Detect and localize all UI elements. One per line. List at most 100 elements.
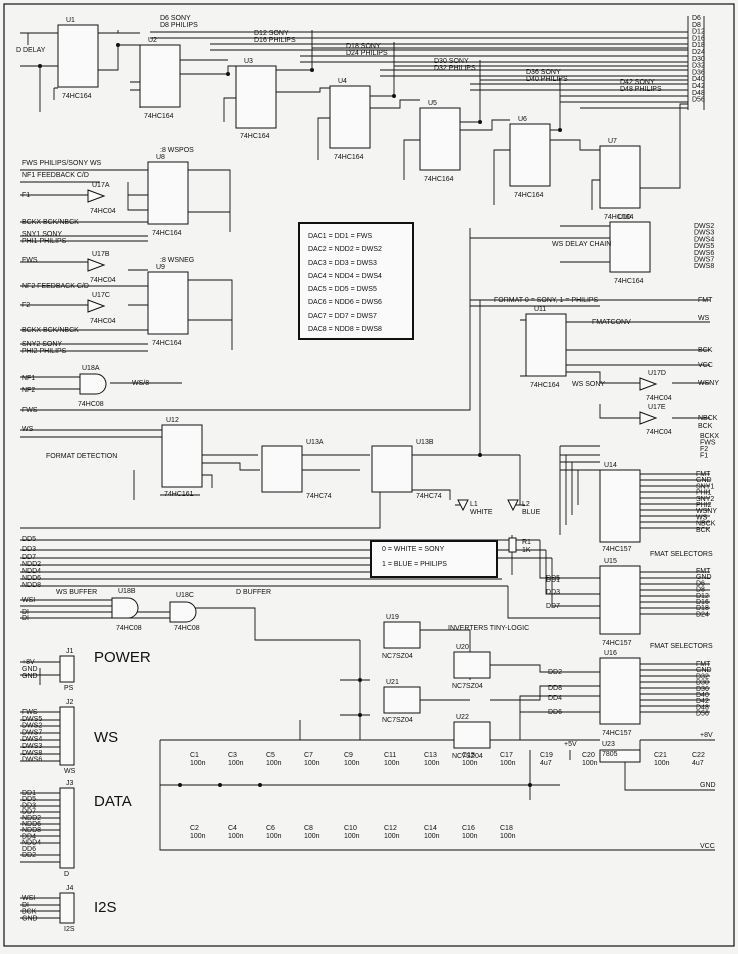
chip-part-u16: 74HC157	[602, 730, 632, 737]
u14-output-label: BCK	[696, 527, 711, 534]
chip-ref-u23: U23	[602, 741, 615, 748]
format-formula-label: FORMAT 0 = SONY, 1 = PHILIPS	[494, 297, 599, 304]
u14-output-label: NBCK	[696, 521, 716, 528]
signal-label: DD8	[548, 685, 562, 692]
chip-title-u9: :8 WSNEG	[160, 257, 194, 264]
capacitor-ref: C12	[384, 825, 397, 832]
u9-input-label: NF2 FEEDBACK C/D	[22, 283, 89, 290]
chip-ref-u22: U22	[456, 714, 469, 721]
right-bus-label: D16	[692, 35, 705, 42]
chip-title-u16: FMAT SELECTORS	[650, 643, 713, 650]
u16-output-label: D48	[696, 704, 709, 711]
connector-pin-label: BCK	[22, 909, 37, 916]
chip-ref-u16: U16	[604, 650, 617, 657]
connector-pin-label: DWS8	[22, 750, 42, 757]
connector-pin-label: DWS3	[22, 743, 42, 750]
led-l1-ref: L1	[470, 501, 478, 508]
led-l2-ref: L2	[522, 501, 530, 508]
connector-pin-label: NDD8	[22, 827, 41, 834]
chip-part-u17e: 74HC04	[646, 429, 672, 436]
signal-label: BCK	[698, 347, 713, 354]
connector-sub-j4: I2S	[64, 926, 75, 933]
capacitor-value: 100n	[266, 833, 282, 840]
chip-part-u1: 74HC164	[62, 93, 92, 100]
connector-pin-label: NDD6	[22, 821, 41, 828]
chip-title-u12: FORMAT DETECTION	[46, 453, 117, 460]
signal-label: WSNY	[698, 380, 719, 387]
connector-pin-label: DD3	[22, 802, 36, 809]
dws-output-label: DWS6	[694, 250, 714, 257]
r1-value: 1K	[522, 547, 531, 554]
connector-pin-label: NDD2	[22, 815, 41, 822]
chip-ref-u13b: U13B	[416, 439, 434, 446]
right-bus-label: D18	[692, 42, 705, 49]
vcc-rail-label: VCC	[700, 843, 715, 850]
chip-part-u5: 74HC164	[424, 176, 454, 183]
u15-output-label: D18	[696, 605, 709, 612]
capacitor-value: 4u7	[540, 760, 552, 767]
right-bus-label: D48	[692, 90, 705, 97]
bus-signal-label: DD7	[22, 554, 36, 561]
u15-output-label: D24	[696, 611, 709, 618]
chip-title-u18c: D BUFFER	[236, 589, 271, 596]
delay-tap-label: D48 PHILIPS	[620, 86, 662, 93]
capacitor-ref: C1	[190, 752, 199, 759]
chip-part-u19: NC7SZ04	[382, 653, 413, 660]
delay-tap-label: D32 PHILIPS	[434, 65, 476, 72]
u14-output-label: GND	[696, 477, 712, 484]
signal-label: DD4	[548, 695, 562, 702]
chip-part-u18a: 74HC08	[78, 401, 104, 408]
capacitor-value: 100n	[424, 833, 440, 840]
u16-output-label: FMT	[696, 661, 711, 668]
chip-ref-u3: U3	[244, 58, 253, 65]
connector-pin-label: FWS	[22, 709, 38, 716]
chip-labels: U174HC164U274HC164U374HC164U474HC164U574…	[46, 17, 713, 760]
led-l2-color: BLUE	[522, 509, 541, 516]
chip-ref-u12: U12	[166, 417, 179, 424]
signal-label: WS	[698, 315, 710, 322]
chip-ref-u4: U4	[338, 78, 347, 85]
u16-output-label: D32	[696, 673, 709, 680]
delay-tap-label: D6 SONY	[160, 15, 191, 22]
connector-ref-j1: J1	[66, 648, 74, 655]
right-bus-label: D30	[692, 56, 705, 63]
d-delay-label: D DELAY	[16, 47, 46, 54]
chip-ref-u17d: U17D	[648, 370, 666, 377]
chip-ref-u18a: U18A	[82, 365, 100, 372]
u14-bus-label: BCKX	[700, 433, 719, 440]
chip-part-u18c: 74HC08	[174, 625, 200, 632]
capacitor-ref: C14	[424, 825, 437, 832]
u14-output-label: WS	[696, 514, 708, 521]
connector-pin-label: WSI	[22, 895, 35, 902]
chip-part-u13a: 74HC74	[306, 493, 332, 500]
chip-part-u22: NC7SZ04	[452, 753, 483, 760]
capacitor-ref: C6	[266, 825, 275, 832]
capacitor-value: 100n	[228, 833, 244, 840]
u15-output-label: D6	[696, 580, 705, 587]
signal-label: VCC	[698, 362, 713, 369]
u8-input-label: SNY1 SONY	[22, 231, 62, 238]
signal-label: DI	[22, 609, 29, 616]
chip-part-u3: 74HC164	[240, 133, 270, 140]
chip-title-u8: :8 WSPOS	[160, 147, 194, 154]
output-signal-labels: DWS2DWS3DWS4DWS5DWS6DWS7DWS8FMTGNDSNY1PH…	[694, 223, 719, 718]
led-l1-color: WHITE	[470, 509, 493, 516]
u14-bus-label: F2	[700, 446, 708, 453]
signal-label: DD7	[546, 603, 560, 610]
chip-ref-u18c: U18C	[176, 592, 194, 599]
dws-output-label: DWS7	[694, 257, 714, 264]
connector-pin-label: DD2	[22, 852, 36, 859]
delay-tap-label: D8 PHILIPS	[160, 22, 198, 29]
chip-ref-u9: U9	[156, 264, 165, 271]
connector-title-j2: WS	[94, 729, 118, 746]
connector-pin-label: DWS6	[22, 757, 42, 764]
signal-label: GND	[22, 673, 38, 680]
u14-output-label: SNY1	[696, 483, 714, 490]
dws-output-label: DWS5	[694, 243, 714, 250]
chip-ref-u2: U2	[148, 37, 157, 44]
chip-part-u20: NC7SZ04	[452, 683, 483, 690]
capacitor-ref: C8	[304, 825, 313, 832]
capacitor-ref: C21	[654, 752, 667, 759]
